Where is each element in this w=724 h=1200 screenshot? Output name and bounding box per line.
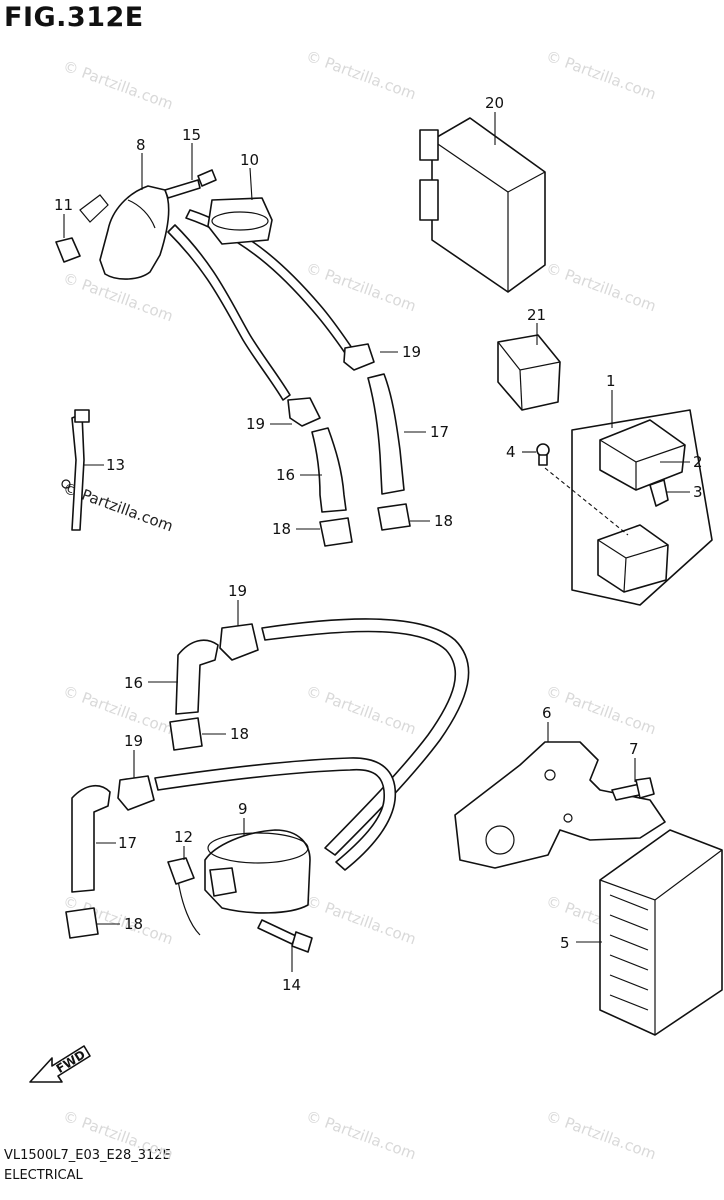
boot-18-b [377,503,411,531]
callout-numbers: 1 2 3 4 5 6 7 8 9 10 11 12 13 14 15 16 1… [54,94,703,994]
plug-cap-16-upper [311,427,347,513]
callout-17: 17 [430,423,449,441]
callout-10: 10 [240,151,259,169]
connector-21 [497,334,561,411]
callout-6: 6 [542,704,552,722]
plug-cap-17-lower [71,785,111,893]
bolt-14 [257,919,297,945]
watermark: © Partzilla.com [304,1107,419,1164]
callout-9: 9 [238,800,248,818]
boot-18-d [65,907,99,939]
boot-18-a [319,517,353,547]
ignition-coil-upper [99,185,170,280]
callout-11: 11 [54,196,73,214]
section-name: ELECTRICAL [4,1168,83,1183]
leader-lines [63,112,690,972]
forward-label: FWD [54,1047,88,1076]
watermark: © Partzilla.com [544,259,659,316]
callout-7: 7 [629,740,639,758]
callout-18: 18 [230,725,249,743]
callout-19: 19 [402,343,421,361]
watermark: © Partzilla.com [61,682,176,739]
callout-17: 17 [118,834,137,852]
callout-13: 13 [106,456,125,474]
fuse-3 [649,479,669,507]
callout-2: 2 [693,453,703,471]
assembly-frame-1 [571,409,713,606]
watermark: © Partzilla.com [304,47,419,104]
relay-base [597,524,669,593]
callout-20: 20 [485,94,504,112]
cap-19-c [219,623,259,661]
collar-11 [55,237,81,263]
regulator-5 [599,829,723,1036]
callout-5: 5 [560,934,570,952]
callout-1: 1 [606,372,616,390]
watermark: © Partzilla.com [544,682,659,739]
callout-12: 12 [174,828,193,846]
watermark: © Partzilla.com [304,682,419,739]
callout-18: 18 [272,520,291,538]
relay-cover-2 [599,419,686,491]
cap-19-a [287,397,321,427]
callout-15: 15 [182,126,201,144]
callout-4: 4 [506,443,516,461]
ecu-20 [431,117,546,293]
callout-3: 3 [693,483,703,501]
watermark: © Partzilla.com [544,1107,659,1164]
plug-cap-17-upper [367,373,405,495]
figure-title: FIG.312E [4,2,144,33]
callout-18: 18 [124,915,143,933]
watermark: © Partzilla.com [304,892,419,949]
hightension-lead-lower [261,618,470,856]
collar-12 [167,857,195,885]
bracket-6 [454,741,666,869]
callout-19: 19 [124,732,143,750]
plug-cap-16-lower [175,639,219,715]
watermark: © Partzilla.com [61,1107,176,1164]
callout-21: 21 [527,306,546,324]
callout-19: 19 [246,415,265,433]
cap-19-b [343,343,375,371]
callout-16: 16 [124,674,143,692]
callout-16: 16 [276,466,295,484]
cable-tie [71,413,85,531]
cap-19-d [117,775,155,811]
hightension-lead-upper-left [167,224,291,401]
watermark: © Partzilla.com [544,47,659,104]
callout-14: 14 [282,976,301,994]
callout-8: 8 [136,136,146,154]
watermark: © Partzilla.com [61,57,176,114]
forward-direction-arrow: FWD [29,1045,91,1083]
callout-19: 19 [228,582,247,600]
callout-18: 18 [434,512,453,530]
model-code: VL1500L7_E03_E28_312E [4,1148,171,1163]
boot-18-c [169,717,203,751]
lead-collar [207,197,273,245]
bolt-15 [164,179,201,199]
